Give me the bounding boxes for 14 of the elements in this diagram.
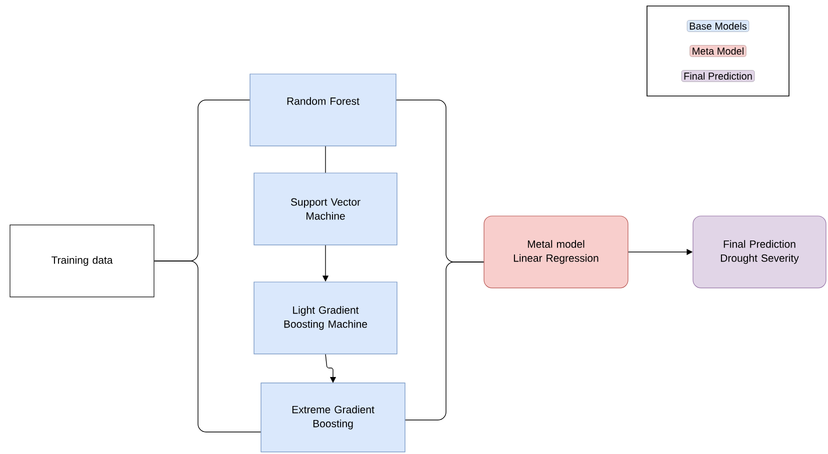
model-box: Support Vector Machine — [254, 172, 398, 246]
connector — [325, 354, 336, 383]
input-box: Training data — [10, 224, 154, 298]
connector — [154, 260, 262, 432]
legend-item: Base Models — [686, 20, 750, 32]
model-box: Light Gradient Boosting Machine — [254, 282, 398, 354]
model-box: Random Forest — [250, 74, 396, 146]
legend-item: Final Prediction — [681, 70, 755, 82]
legend-item: Meta Model — [690, 45, 746, 57]
prediction-box: Final Prediction Drought Severity — [692, 216, 826, 288]
meta-model-box: Metal model Linear Regression — [484, 216, 628, 288]
connector — [325, 146, 326, 174]
model-box: Extreme Gradient Boosting — [260, 382, 406, 452]
connector — [404, 262, 484, 420]
